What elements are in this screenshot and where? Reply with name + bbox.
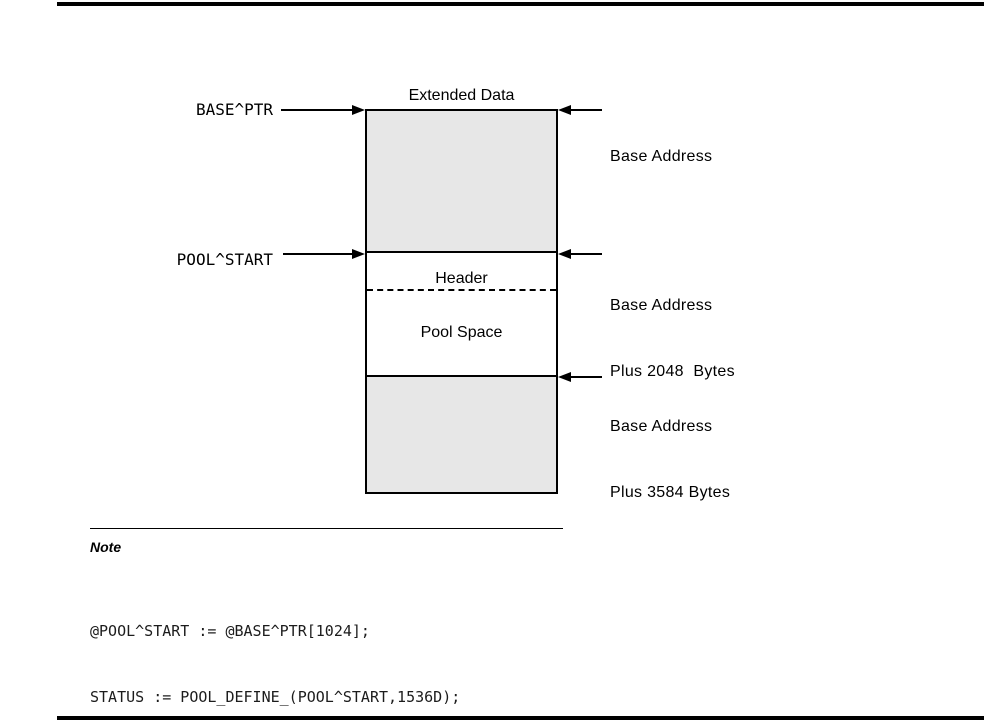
right-label-line: Base Address <box>610 297 713 314</box>
header-label: Header <box>435 270 488 287</box>
right-label-plus-3584: Base Address Plus 3584 Bytes <box>610 372 730 548</box>
section-extended-data-bottom <box>367 377 556 492</box>
right-label-line: Plus 2048 Bytes <box>610 363 735 380</box>
base-ptr-label: BASE^PTR <box>195 100 273 119</box>
diagram-title: Extended Data <box>408 87 515 104</box>
arrowhead-right-icon <box>352 105 365 115</box>
code-line: STATUS := POOL_DEFINE_(POOL^START,1536D)… <box>90 688 461 706</box>
pool-start-label: POOL^START <box>176 250 273 269</box>
note-heading: Note <box>90 539 122 555</box>
right-label-line: Plus 3584 Bytes <box>610 484 731 501</box>
right-label-base-address: Base Address <box>610 102 712 212</box>
code-line: @POOL^START := @BASE^PTR[1024]; <box>90 622 370 640</box>
page-top-rule <box>57 2 984 6</box>
arrowhead-left-icon <box>558 372 571 382</box>
arrowhead-left-icon <box>558 249 571 259</box>
section-pool-space: Pool Space <box>367 291 556 377</box>
arrowhead-right-icon <box>352 249 365 259</box>
note-divider <box>90 528 563 529</box>
arrow-line <box>281 109 352 111</box>
arrow-line <box>283 253 352 255</box>
arrow-line <box>570 376 602 378</box>
arrowhead-left-icon <box>558 105 571 115</box>
right-label-plus-2048: Base Address Plus 2048 Bytes <box>610 251 735 427</box>
arrow-line <box>570 253 602 255</box>
pool-space-label: Pool Space <box>420 324 503 341</box>
section-header: Header <box>367 253 556 291</box>
right-label-line: Base Address <box>610 418 713 435</box>
code-block: @POOL^START := @BASE^PTR[1024]; STATUS :… <box>90 576 460 722</box>
page-bottom-rule <box>57 716 984 720</box>
memory-box: Header Pool Space <box>365 109 558 494</box>
right-label-line: Base Address <box>610 148 713 165</box>
section-extended-data-top <box>367 111 556 253</box>
arrow-line <box>570 109 602 111</box>
